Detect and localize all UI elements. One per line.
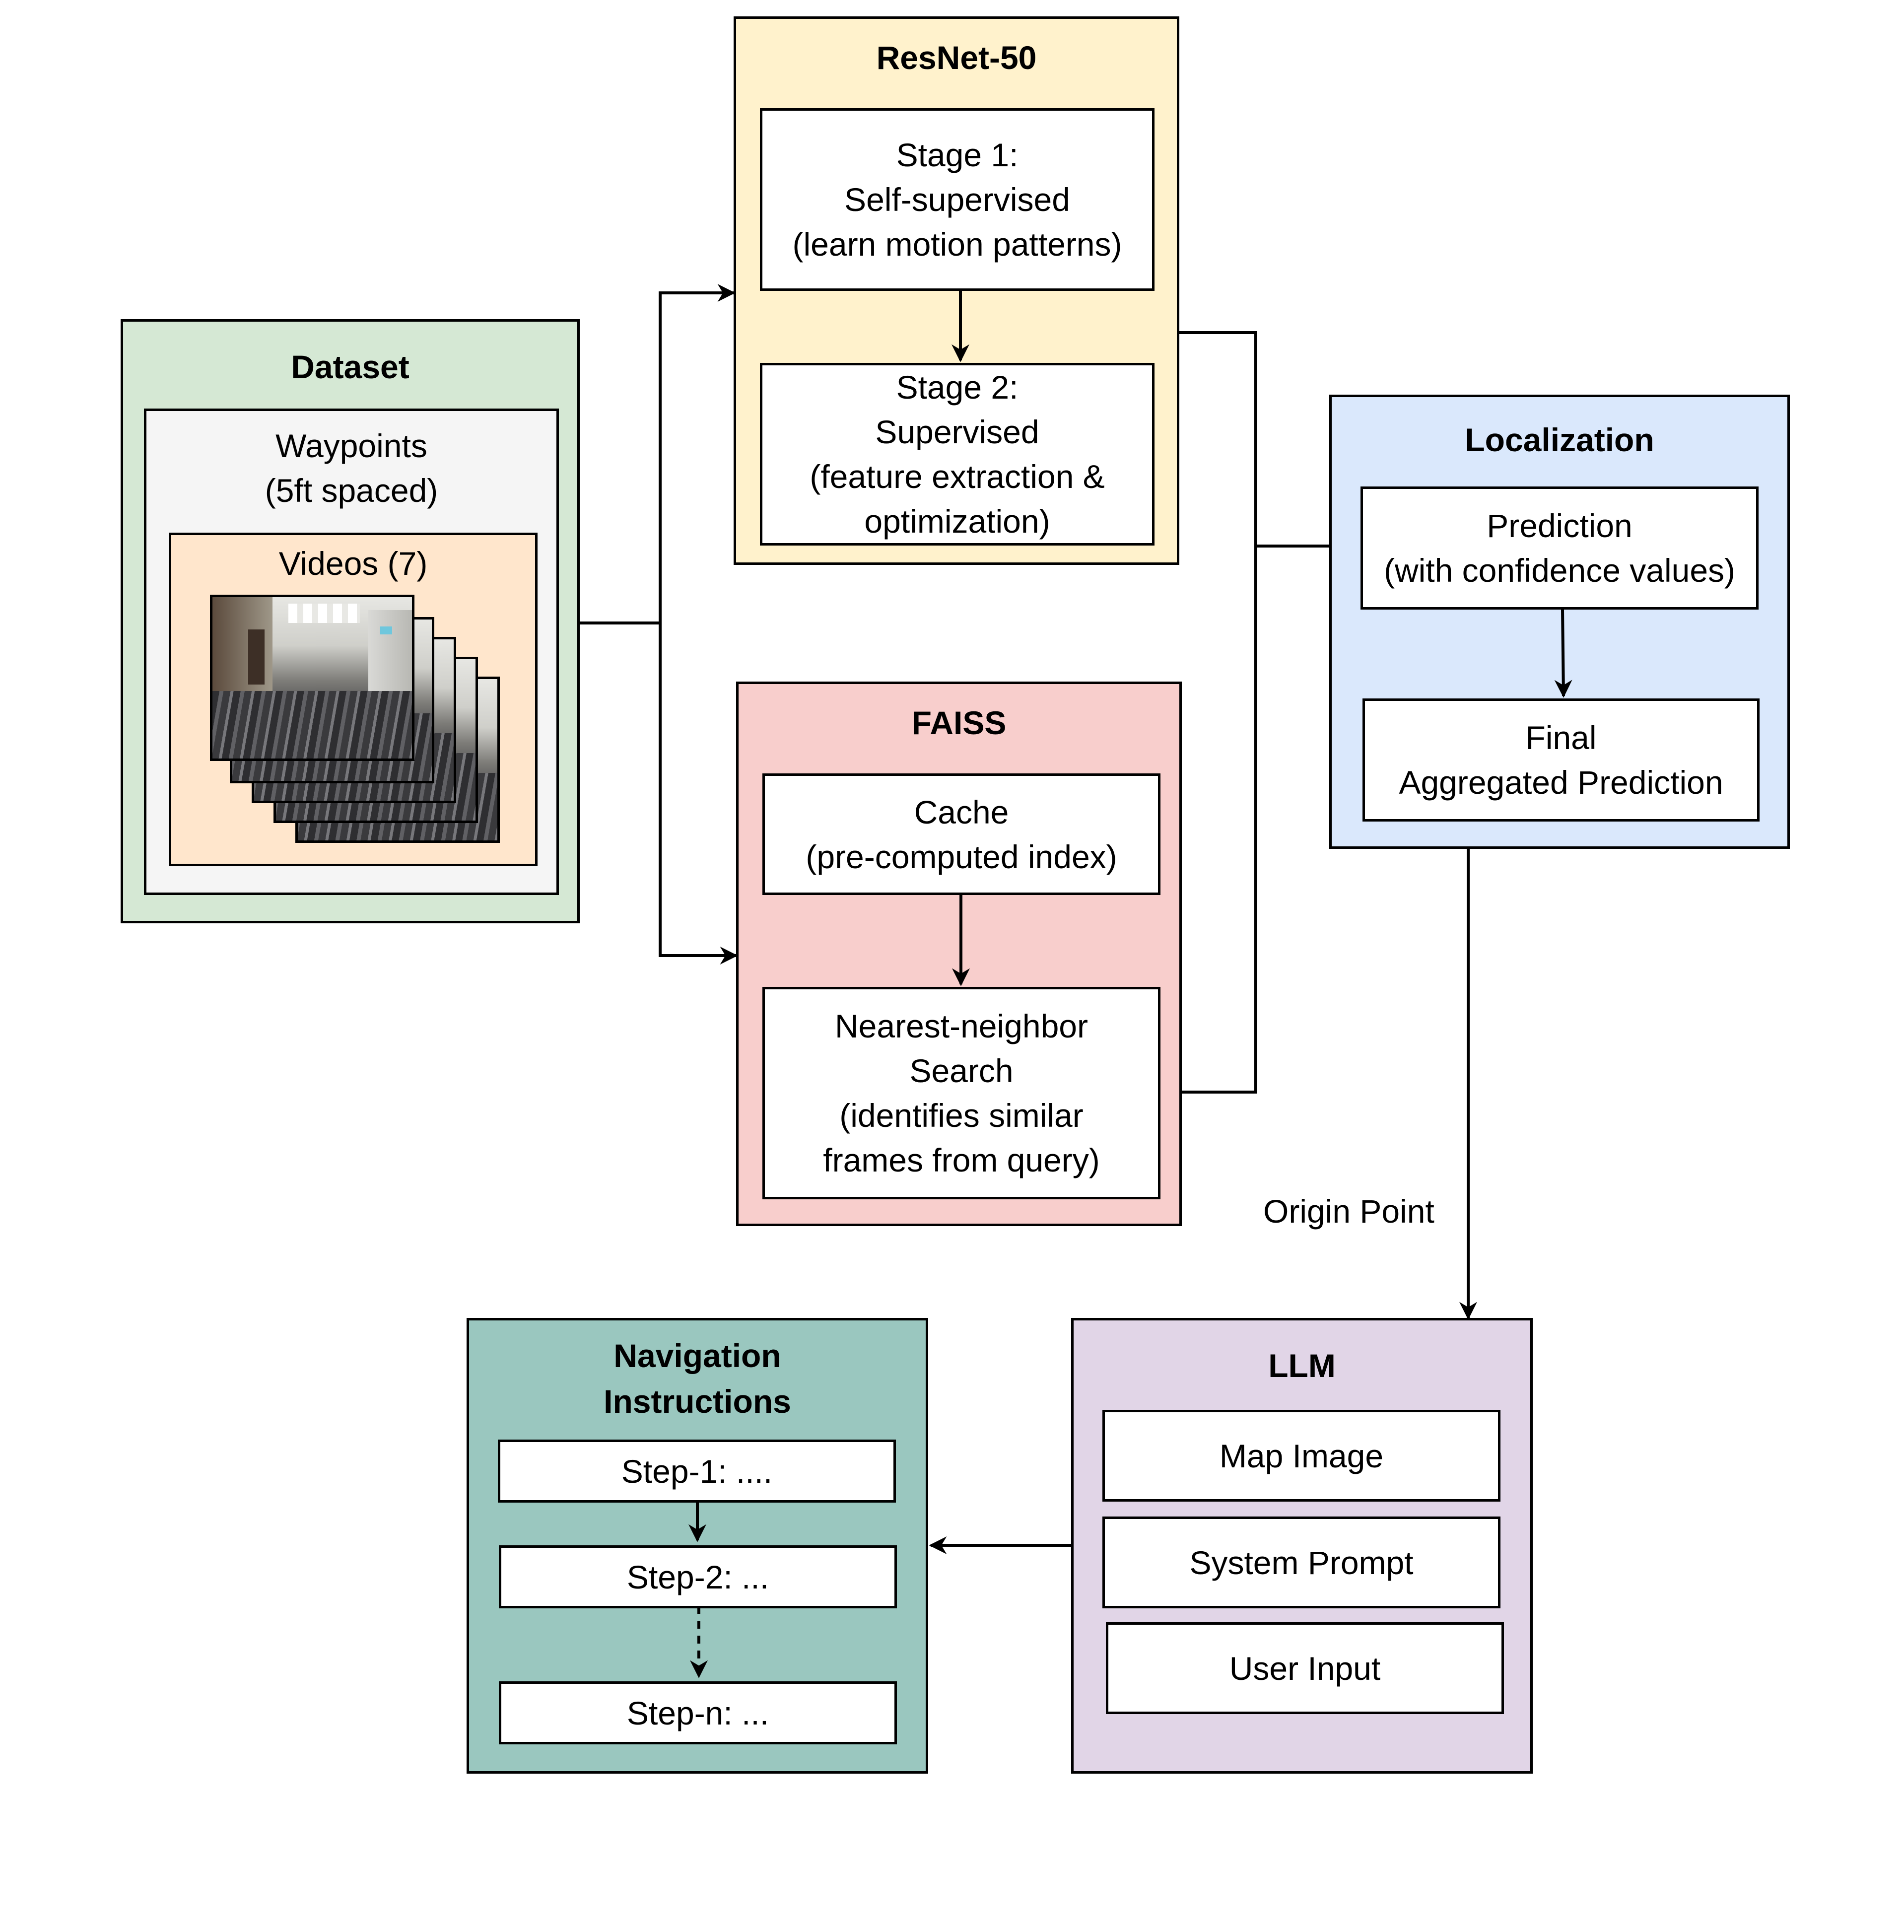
search-line-1: Nearest-neighbor — [835, 1008, 1088, 1044]
waypoints-label: Waypoints — [275, 427, 427, 464]
search-line-4: frames from query) — [823, 1142, 1100, 1178]
prediction-line-1: Prediction — [1487, 507, 1632, 544]
step-2-box: Step-2: ... — [499, 1545, 897, 1608]
step-1-label: Step-1: .... — [621, 1452, 773, 1490]
resnet-to-localization-line — [1179, 331, 1257, 1094]
stage1-line-3: (learn motion patterns) — [792, 226, 1122, 263]
navigation-container: Navigation Instructions Step-1: .... Ste… — [467, 1318, 928, 1774]
step-n-label: Step-n: ... — [626, 1694, 769, 1731]
stage1-line-1: Stage 1: — [896, 137, 1019, 173]
dataset-title: Dataset — [291, 348, 409, 385]
navigation-title-line-2: Instructions — [604, 1383, 791, 1420]
dataset-container: Dataset Waypoints (5ft spaced) Videos (7… — [121, 319, 580, 923]
user-input-box: User Input — [1106, 1622, 1504, 1714]
prediction-line-2: (with confidence values) — [1383, 552, 1736, 589]
system-prompt-box: System Prompt — [1102, 1517, 1500, 1608]
navigation-title-line-1: Navigation — [613, 1337, 781, 1374]
stage2-line-3: (feature extraction & — [810, 458, 1105, 495]
localization-container: Localization Prediction (with confidence… — [1329, 395, 1790, 849]
dataset-to-faiss-arrow — [659, 623, 738, 965]
waypoints-spacing-label: (5ft spaced) — [265, 472, 438, 509]
videos-container: Videos (7) — [169, 533, 538, 866]
llm-container: LLM Map Image System Prompt User Input — [1071, 1318, 1533, 1774]
map-image-label: Map Image — [1219, 1437, 1384, 1474]
cache-box: Cache (pre-computed index) — [762, 773, 1160, 895]
stage1-box: Stage 1: Self-supervised (learn motion p… — [760, 108, 1155, 291]
cache-line-2: (pre-computed index) — [806, 838, 1117, 875]
final-line-2: Aggregated Prediction — [1399, 764, 1723, 801]
cache-line-1: Cache — [914, 793, 1009, 830]
map-image-box: Map Image — [1102, 1410, 1500, 1502]
step-n-box: Step-n: ... — [499, 1681, 897, 1744]
localization-title: Localization — [1465, 421, 1654, 458]
prediction-box: Prediction (with confidence values) — [1360, 486, 1759, 610]
stage1-line-2: Self-supervised — [844, 181, 1070, 218]
step-1-box: Step-1: .... — [498, 1440, 896, 1503]
faiss-container: FAISS Cache (pre-computed index) Nearest… — [736, 682, 1182, 1226]
stage2-line-2: Supervised — [875, 414, 1039, 450]
step-2-label: Step-2: ... — [626, 1558, 769, 1595]
final-prediction-box: Final Aggregated Prediction — [1362, 698, 1760, 822]
stage2-line-4: optimization) — [864, 503, 1050, 540]
resnet-container: ResNet-50 Stage 1: Self-supervised (lear… — [734, 16, 1179, 565]
waypoints-container: Waypoints (5ft spaced) Videos (7) — [144, 409, 559, 895]
search-line-2: Search — [909, 1052, 1014, 1089]
stage2-box: Stage 2: Supervised (feature extraction … — [760, 363, 1155, 546]
video-frame-1 — [210, 595, 414, 761]
stage2-line-1: Stage 2: — [896, 369, 1019, 406]
search-line-3: (identifies similar — [839, 1097, 1084, 1134]
origin-point-label: Origin Point — [1263, 1193, 1434, 1230]
resnet-title: ResNet-50 — [876, 39, 1037, 76]
faiss-title: FAISS — [911, 704, 1007, 741]
system-prompt-label: System Prompt — [1189, 1544, 1414, 1581]
search-box: Nearest-neighbor Search (identifies simi… — [762, 987, 1160, 1199]
videos-label: Videos (7) — [278, 545, 428, 582]
user-input-label: User Input — [1229, 1650, 1381, 1687]
llm-title: LLM — [1268, 1347, 1336, 1384]
final-line-1: Final — [1525, 719, 1597, 756]
dataset-to-resnet-arrow — [580, 284, 736, 624]
